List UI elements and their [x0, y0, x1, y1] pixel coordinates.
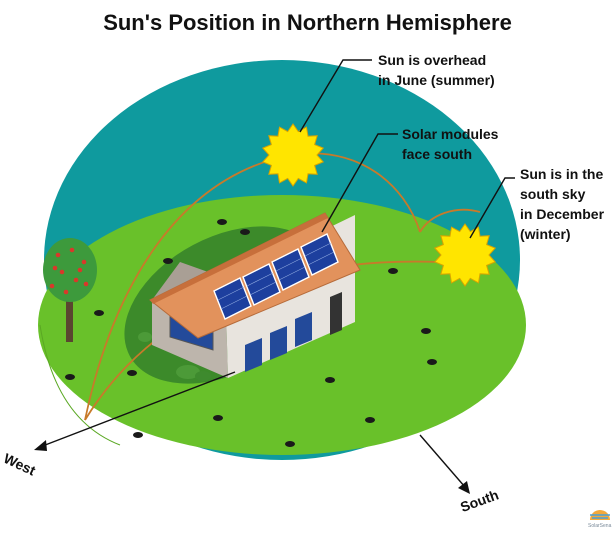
- summer-label-line-2: in June (summer): [378, 72, 495, 88]
- logo-icon: [590, 510, 610, 520]
- diagram-title: Sun's Position in Northern Hemisphere: [103, 10, 512, 35]
- summer-label-line-1: Sun is overhead: [378, 52, 487, 68]
- solar-modules-label: Solar modules face south: [402, 124, 498, 164]
- south-arrow: [419, 434, 470, 494]
- winter-label-line-1: Sun is in the: [520, 166, 604, 182]
- sun-rays: [433, 223, 497, 287]
- modules-leader-line: [321, 133, 398, 233]
- sun-rays: [261, 123, 325, 187]
- winter-sun-icon: [433, 223, 497, 287]
- modules-label-line-2: face south: [402, 146, 473, 162]
- winter-label-line-2: south sky: [520, 186, 586, 202]
- solar-panel-grid: [217, 242, 335, 310]
- roof-ridge-side: [150, 213, 328, 304]
- winter-sun-path-upper: [419, 208, 481, 233]
- winter-label-line-3: in December: [520, 206, 605, 222]
- front-window-1: [245, 338, 262, 372]
- front-window-2: [270, 326, 287, 360]
- front-door: [330, 292, 342, 335]
- tree: [43, 238, 97, 342]
- summer-sun-icon: [261, 123, 325, 187]
- logo-name: SolarSena: [588, 523, 612, 529]
- modules-label-line-1: Solar modules: [402, 126, 499, 142]
- winter-leader-line: [469, 177, 515, 239]
- front-window-3: [295, 312, 312, 347]
- ground-edge: [39, 324, 121, 446]
- winter-sun-label: Sun is in the south sky in December (win…: [520, 164, 604, 244]
- summer-sun-label: Sun is overhead in June (summer): [378, 50, 495, 90]
- summer-leader-line: [299, 59, 372, 133]
- summer-sun-path: [84, 152, 421, 421]
- winter-label-line-4: (winter): [520, 226, 571, 242]
- west-arrow: [34, 371, 236, 451]
- grass-spots: [65, 219, 437, 447]
